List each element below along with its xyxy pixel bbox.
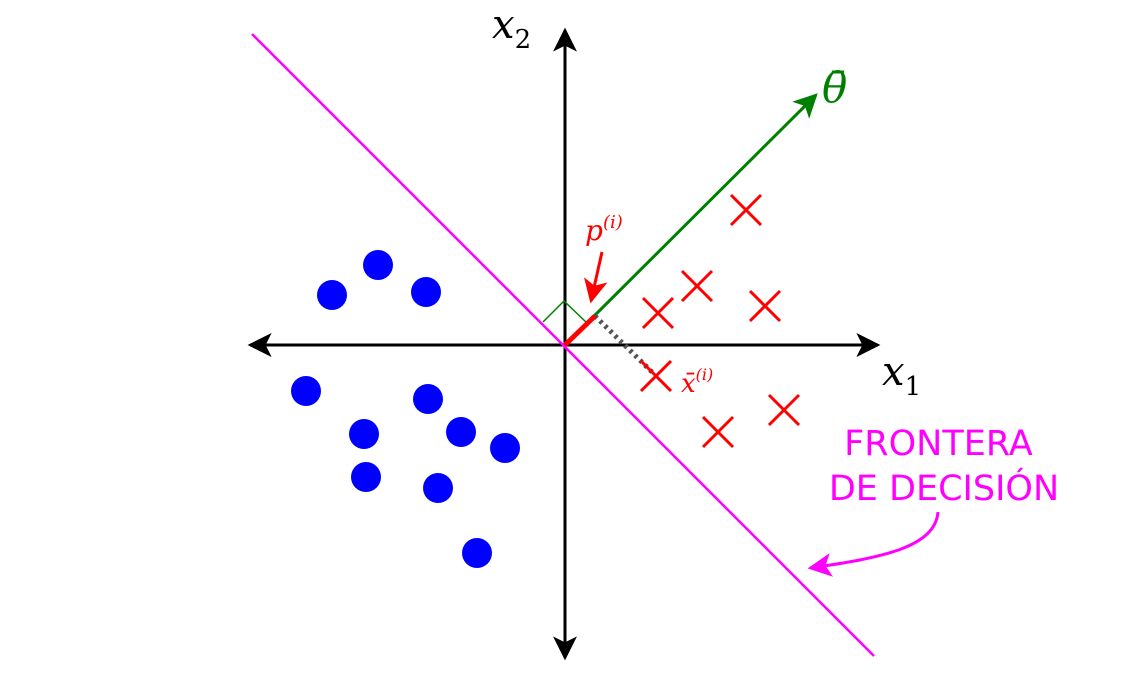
decision-boundary-label-line1: FRONTERA bbox=[844, 424, 1033, 464]
negative-point bbox=[291, 376, 321, 406]
p-arrow bbox=[584, 251, 608, 304]
x2-label: x2 bbox=[492, 2, 531, 55]
decision-boundary-line bbox=[251, 33, 875, 657]
negative-point bbox=[462, 538, 492, 568]
negative-points bbox=[291, 250, 520, 568]
positive-point bbox=[767, 393, 801, 427]
x1-label: x1 bbox=[882, 349, 921, 402]
negative-point bbox=[423, 473, 453, 503]
negative-point bbox=[317, 280, 347, 310]
positive-point bbox=[641, 296, 675, 330]
negative-point bbox=[349, 419, 379, 449]
negative-point bbox=[351, 462, 381, 492]
positive-point bbox=[748, 289, 782, 323]
positive-point bbox=[729, 193, 763, 227]
negative-point bbox=[446, 417, 476, 447]
boundary-pointer-arrow bbox=[807, 511, 940, 577]
negative-point bbox=[411, 277, 441, 307]
positive-point bbox=[639, 359, 673, 393]
theta-label: θ̄ bbox=[822, 63, 847, 112]
negative-point bbox=[490, 433, 520, 463]
decision-boundary-label: FRONTERA DE DECISIÓN bbox=[829, 424, 1059, 509]
right-angle-marker bbox=[542, 299, 588, 324]
p-label: p(i) bbox=[585, 212, 623, 247]
negative-point bbox=[363, 250, 393, 280]
projection-segment bbox=[563, 314, 597, 347]
decision-boundary-label-line2: DE DECISIÓN bbox=[829, 467, 1059, 509]
positive-point bbox=[680, 269, 714, 303]
positive-point bbox=[701, 415, 735, 449]
negative-point bbox=[413, 384, 443, 414]
positive-points bbox=[639, 193, 801, 449]
x-bar-label: x̄(i) bbox=[681, 365, 713, 399]
